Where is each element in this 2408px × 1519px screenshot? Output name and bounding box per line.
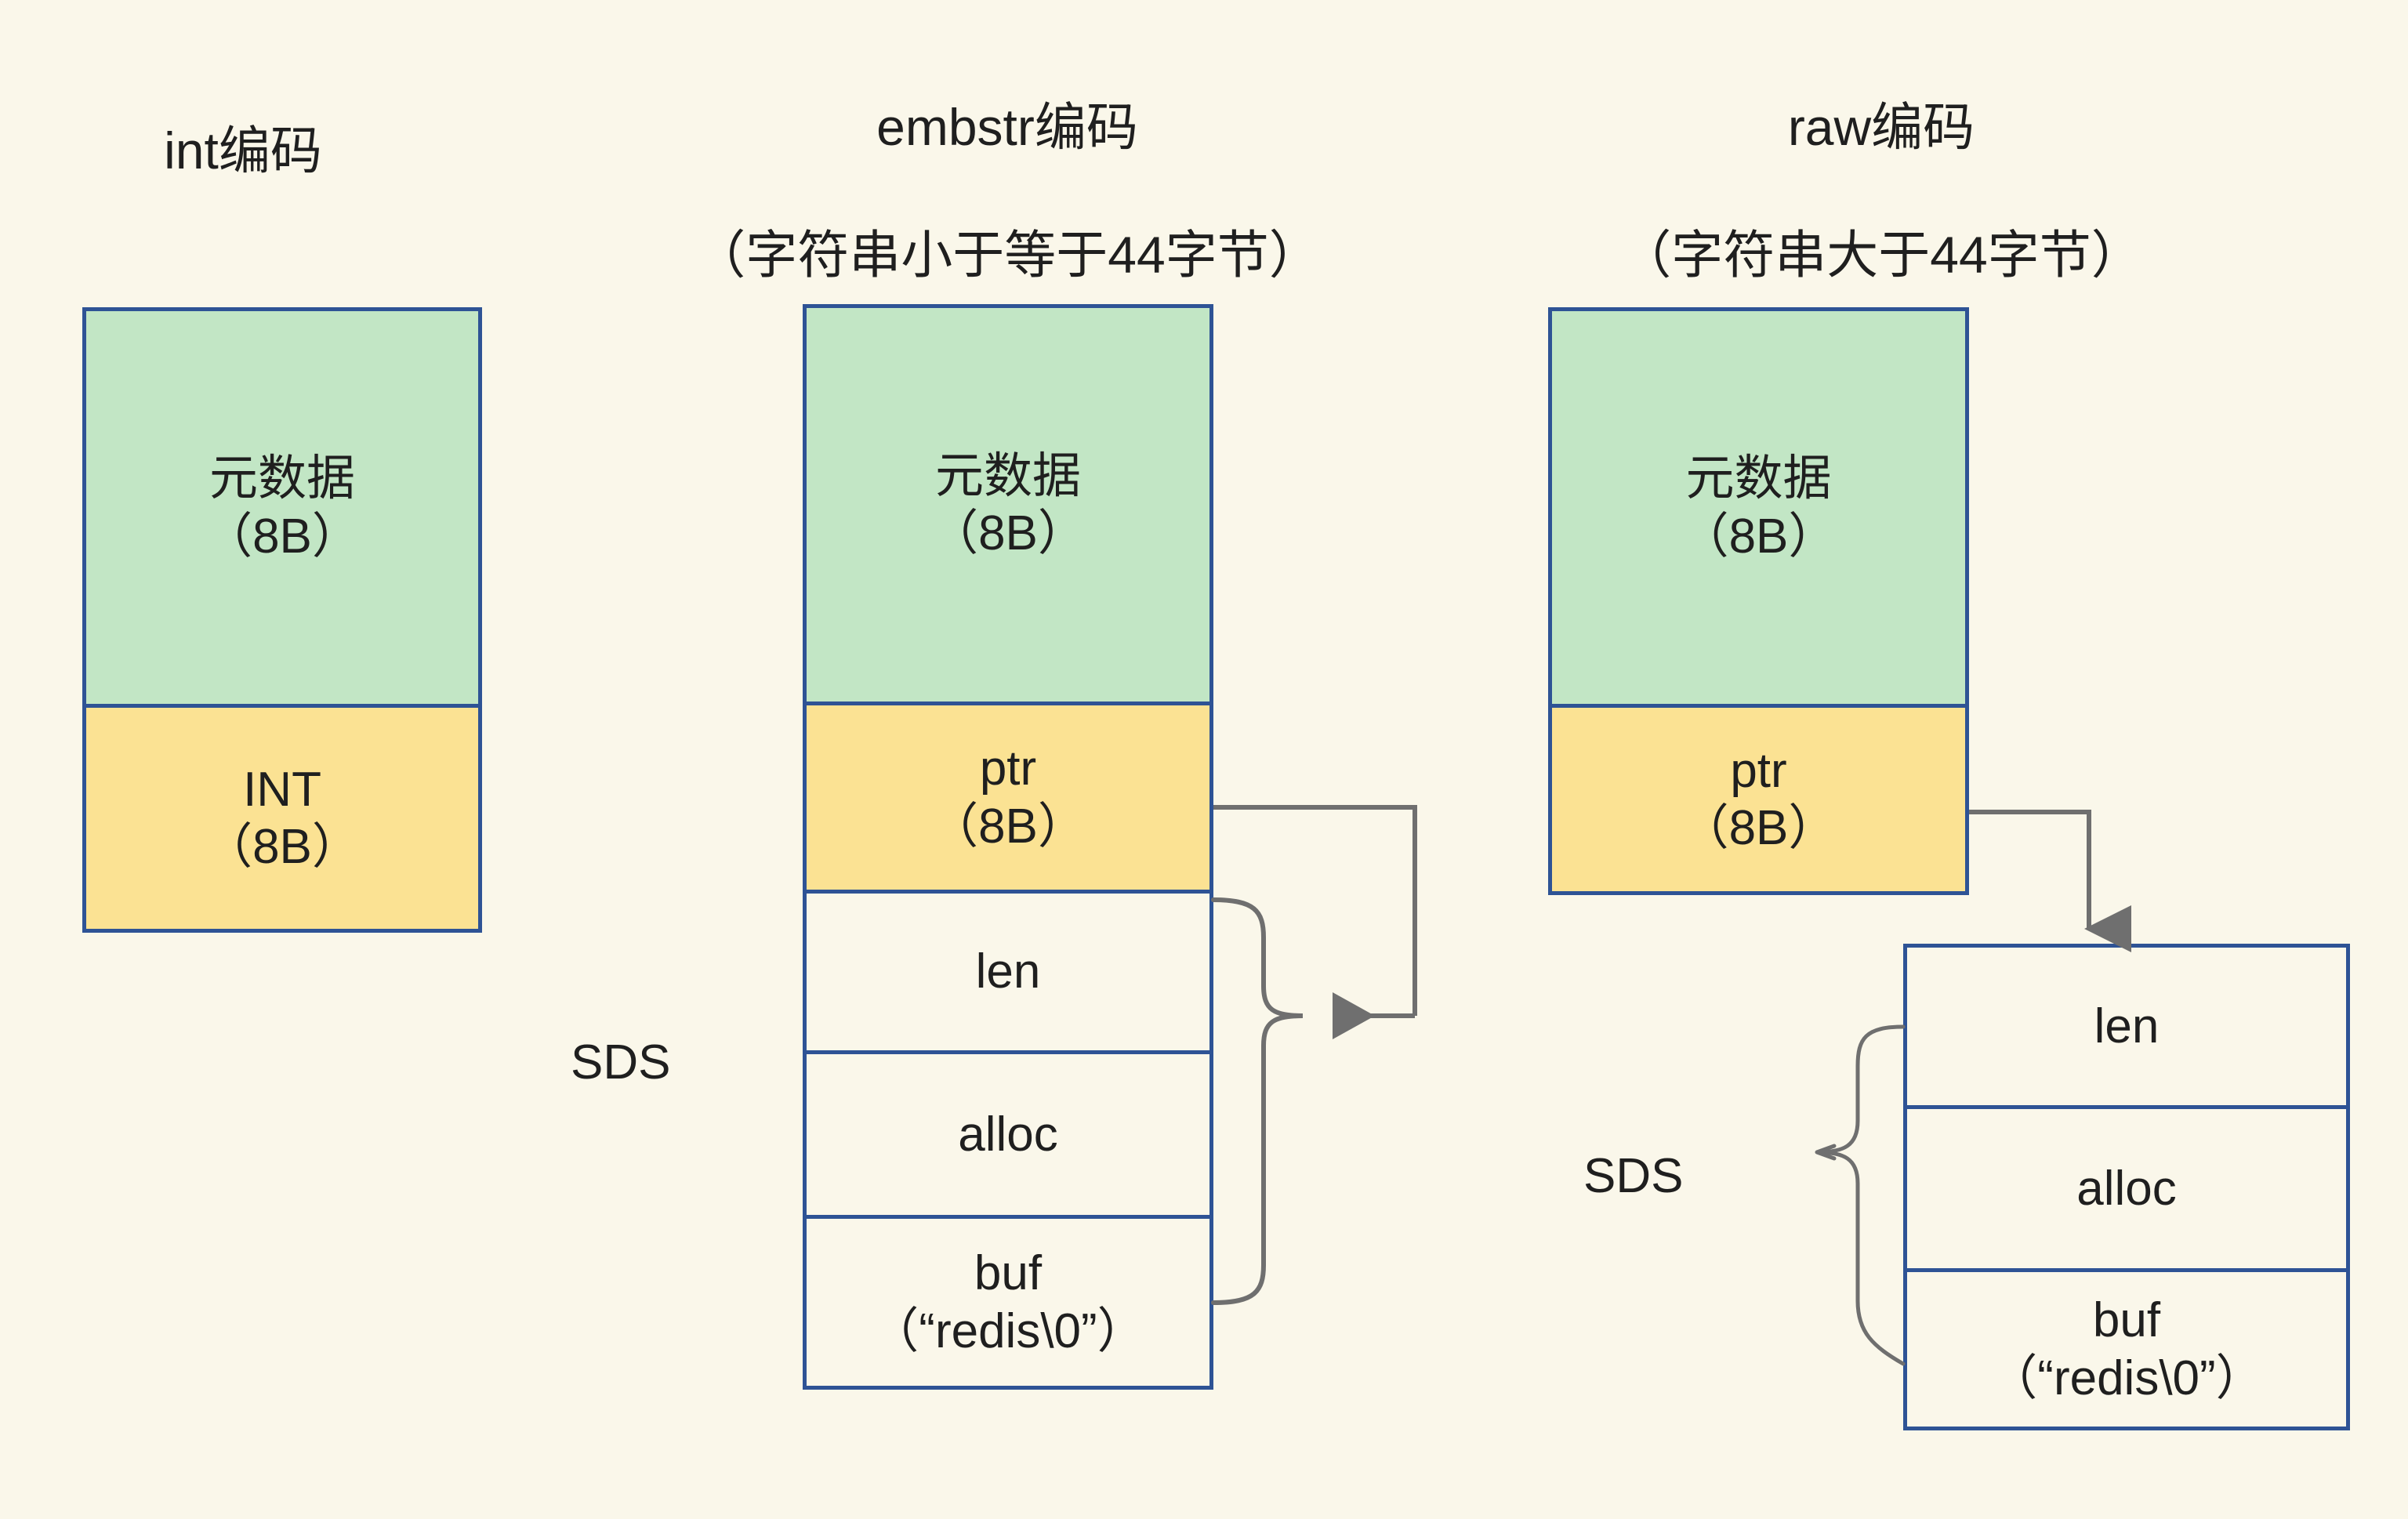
embstr-sds-row-alloc: alloc [807,1054,1209,1215]
column-title-int: int编码 [31,55,455,183]
embstr-ptr-cell: ptr （8B） [807,705,1209,890]
embstr-ptr-label-line1: ptr [979,741,1037,796]
raw-sds-row-len: len [1907,948,2346,1105]
int-metadata-label-line2: （8B） [204,509,361,564]
embstr-sds-row-buf: buf （“redis\0”） [807,1219,1209,1386]
column-title-embstr: embstr编码 （字符串小于等于44字节） [541,31,1474,288]
raw-sds-buf-value: （“redis\0”） [1989,1350,2265,1405]
embstr-sds-alloc-label: alloc [958,1107,1058,1162]
embstr-metadata-cell: 元数据 （8B） [807,308,1209,701]
embstr-redis-object-box: 元数据 （8B） ptr （8B） len alloc buf （“redis\… [803,304,1213,1390]
column-title-embstr-sub: （字符串小于等于44字节） [694,226,1321,285]
embstr-ptr-connector [1213,805,1417,1016]
raw-len-alloc-divider [1907,1105,2346,1109]
int-value-label-line1: INT [243,762,321,817]
embstr-sds-row-len: len [807,894,1209,1050]
raw-sds-row-alloc: alloc [1907,1109,2346,1268]
embstr-metadata-ptr-divider [807,701,1209,705]
column-title-int-main: int编码 [164,121,322,179]
raw-sds-len-label: len [2094,999,2160,1053]
int-value-cell: INT （8B） [86,708,478,929]
int-redis-object-box: 元数据 （8B） INT （8B） [82,307,482,933]
int-metadata-label-line1: 元数据 [209,451,355,506]
embstr-sds-len-label: len [975,944,1041,999]
raw-sds-brace [1816,1024,1906,1366]
column-title-raw: raw编码 （字符串大于44字节） [1489,31,2273,288]
raw-sds-brace-tip [1815,1144,1837,1161]
raw-metadata-label-line2: （8B） [1680,509,1837,564]
raw-sds-row-buf: buf （“redis\0”） [1907,1272,2346,1427]
raw-metadata-ptr-divider [1552,704,1965,708]
column-title-embstr-main: embstr编码 [876,97,1138,156]
raw-sds-label-text: SDS [1583,1149,1684,1203]
embstr-sds-label-text: SDS [571,1035,671,1089]
column-title-raw-main: raw编码 [1787,97,1975,156]
embstr-sds-label: SDS [571,1035,670,1090]
raw-sds-alloc-label: alloc [2076,1161,2177,1216]
int-metadata-cell: 元数据 （8B） [86,311,478,704]
raw-metadata-label-line1: 元数据 [1685,451,1832,506]
embstr-sds-buf-value: （“redis\0”） [870,1303,1146,1358]
embstr-ptr-len-divider [807,890,1209,894]
raw-sds-box: len alloc buf （“redis\0”） [1903,944,2350,1430]
embstr-sds-brace [1211,897,1304,1305]
raw-ptr-connector [1969,810,2131,952]
raw-alloc-buf-divider [1907,1268,2346,1272]
embstr-metadata-label-line1: 元数据 [934,448,1081,503]
embstr-ptr-label-line2: （8B） [930,799,1086,854]
embstr-sds-buf-label: buf [974,1246,1043,1301]
raw-sds-buf-label: buf [2092,1293,2161,1348]
int-value-label-line2: （8B） [204,820,361,874]
embstr-len-alloc-divider [807,1050,1209,1054]
raw-ptr-label-line2: （8B） [1680,801,1837,855]
raw-sds-label: SDS [1583,1148,1683,1204]
raw-redis-object-box: 元数据 （8B） ptr （8B） [1548,307,1969,895]
column-title-raw-sub: （字符串大于44字节） [1619,226,2143,285]
raw-metadata-cell: 元数据 （8B） [1552,311,1965,704]
int-metadata-value-divider [86,704,478,708]
raw-ptr-cell: ptr （8B） [1552,708,1965,891]
raw-ptr-label-line1: ptr [1730,743,1787,798]
embstr-alloc-buf-divider [807,1215,1209,1219]
embstr-metadata-label-line2: （8B） [930,506,1086,560]
